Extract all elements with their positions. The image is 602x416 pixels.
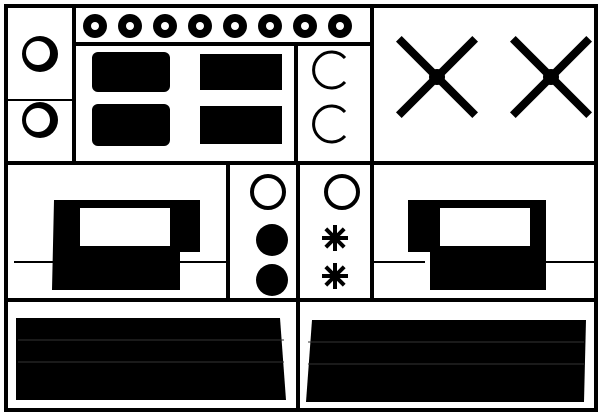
wheel-hub [161,22,169,30]
rotor-blade [434,35,479,80]
wheel-hub [301,22,309,30]
panel-piece [92,52,170,92]
wheel-hub [266,22,274,30]
sprue-frame [4,4,598,412]
rotor-blade [395,74,440,119]
engine-pod [408,200,546,290]
intake-ring-group [22,36,58,138]
rotor-blade [509,74,554,119]
c-ring-group [312,50,347,144]
rotor-blade [548,74,593,119]
fan-blade [333,238,337,251]
rotor-hub [429,69,445,85]
wheel-hub [126,22,134,30]
hull-panel [306,320,586,402]
fan [322,263,348,289]
fan-blade [333,276,337,289]
rotor-blade [434,74,479,119]
fan-hub [330,233,340,243]
rotor-group [395,35,593,119]
rotor [395,35,479,119]
small-wheel [256,264,288,296]
small-wheel [256,224,288,256]
fan-hub [330,271,340,281]
wheel-hub [196,22,204,30]
fan-blade [333,225,337,238]
wheel-hub [91,22,99,30]
fan-group [322,225,348,289]
fan-blade [333,263,337,276]
c-ring [312,50,347,90]
intake-ring-inner [26,108,50,132]
engine-pod [52,200,200,290]
rotor-blade [395,35,440,80]
panel-group [92,52,282,146]
fan [322,225,348,251]
outer-frame [4,4,598,412]
small-ring [324,174,360,210]
panel-piece [92,104,170,146]
wheel-hub [336,22,344,30]
c-ring [312,104,347,144]
center-parts [250,174,360,296]
small-ring [250,174,286,210]
wheel-hub [231,22,239,30]
rotor-blade [548,35,593,80]
wheel-row [83,14,352,38]
rotor [509,35,593,119]
intake-ring-inner [26,41,50,65]
panel-piece [200,54,282,90]
rotor-hub [543,69,559,85]
rotor-blade [509,35,554,80]
panel-piece [200,106,282,144]
hull-panel [16,318,286,400]
